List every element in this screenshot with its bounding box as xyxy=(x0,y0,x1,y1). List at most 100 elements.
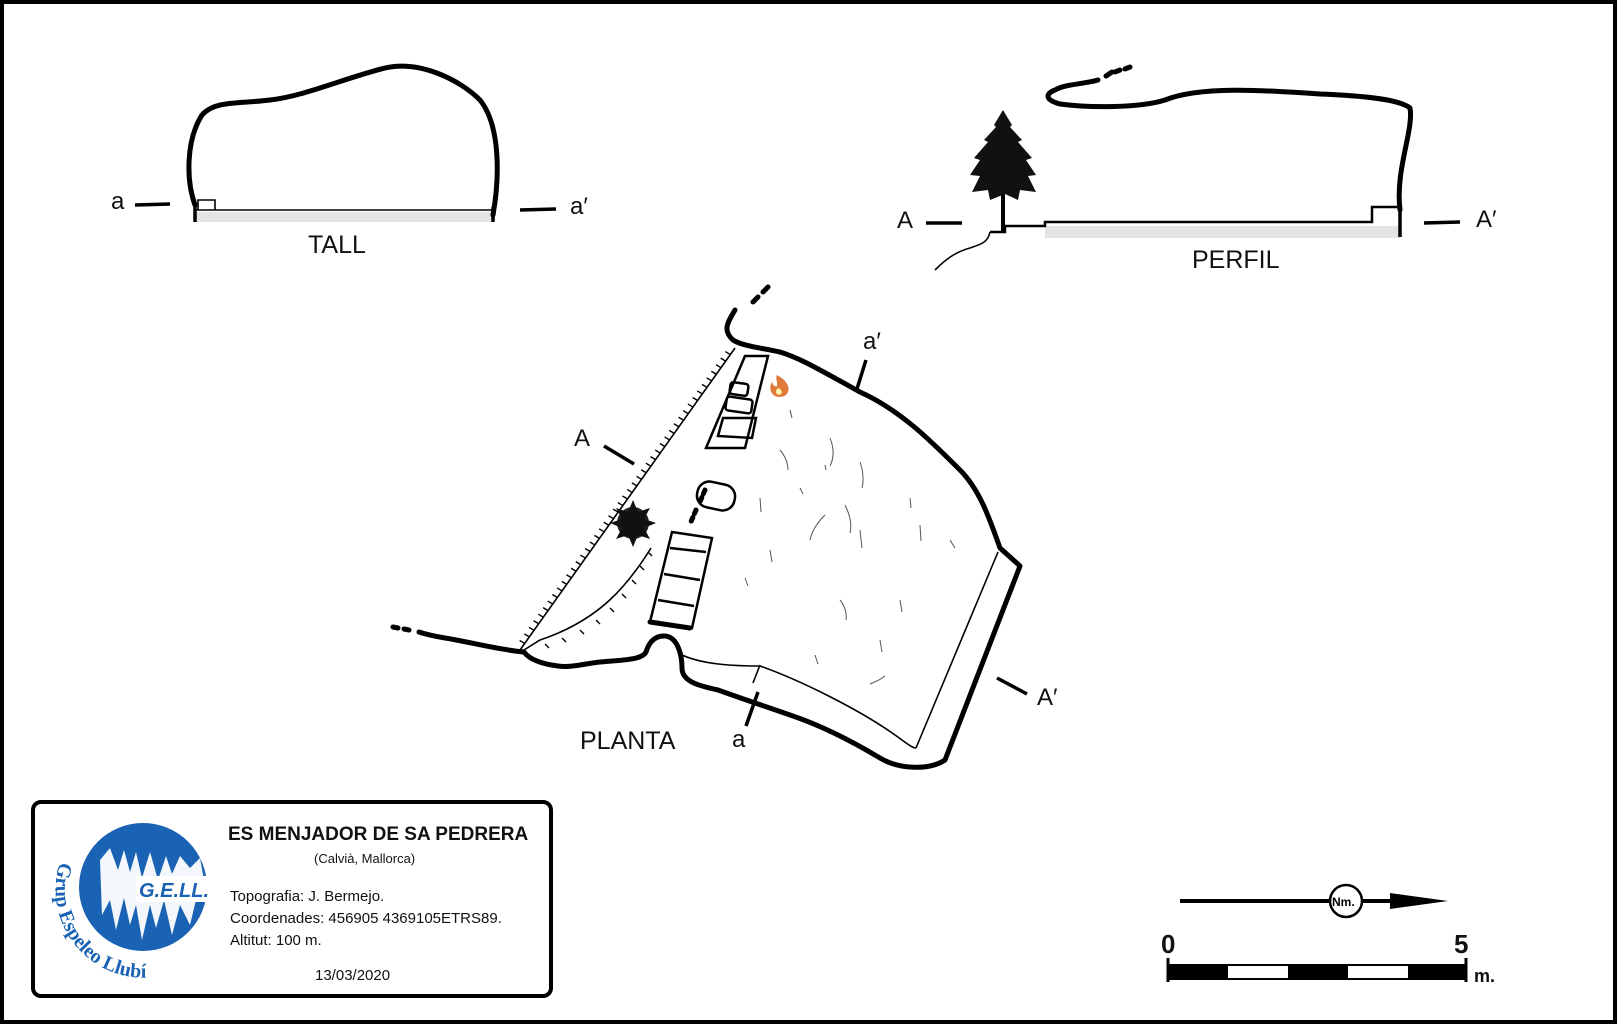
dripline-hatch xyxy=(608,515,614,520)
perfil-outline xyxy=(1045,69,1414,213)
dripline-hatch xyxy=(639,565,645,571)
dripline-hatch xyxy=(523,633,530,638)
dripline-hatch xyxy=(631,579,637,585)
planta-outline-dash-left xyxy=(390,624,412,633)
dripline-hatch xyxy=(645,462,652,467)
dripline-hatch xyxy=(692,396,698,402)
planta-inner-wall-bottom xyxy=(679,653,917,749)
dripline-hatch xyxy=(579,629,585,635)
dripline-hatch xyxy=(640,469,647,474)
planta-outline xyxy=(416,307,1023,770)
dripline-hatch xyxy=(617,501,624,507)
dripline-hatch xyxy=(621,593,627,599)
fire-icon xyxy=(770,375,789,397)
planta-mark-a-line xyxy=(744,691,760,727)
dripline-hatch xyxy=(647,551,653,557)
perfil-slope xyxy=(934,231,991,271)
dripline-hatch xyxy=(603,521,610,526)
dripline-hatch xyxy=(612,508,619,513)
tall-mark-left-line xyxy=(134,202,171,207)
dripline-hatch xyxy=(631,482,638,487)
perfil-mark-right-line xyxy=(1423,220,1461,225)
planta-inner-tick xyxy=(752,664,761,684)
perfil-floor-sediment xyxy=(1045,226,1400,238)
dripline-hatch xyxy=(668,429,675,434)
dripline-hatch xyxy=(720,357,727,362)
cave-location: (Calvià, Mallorca) xyxy=(314,851,415,866)
topography-author: Topografia: J. Bermejo. xyxy=(230,888,384,905)
dripline-hatch xyxy=(547,600,554,605)
scale-start: 0 xyxy=(1161,929,1175,959)
perfil-title: PERFIL xyxy=(1192,246,1280,274)
planta-inner-wall-right xyxy=(915,551,999,749)
dripline-hatch xyxy=(589,541,596,546)
dripline-hatch xyxy=(575,561,582,566)
dripline-hatch xyxy=(594,534,600,539)
dripline-hatch xyxy=(561,580,568,585)
logo-acronym: G.E.LL. xyxy=(139,880,209,902)
dripline-hatch xyxy=(678,416,684,421)
dripline-hatch xyxy=(724,350,731,356)
tall-mark-left: a xyxy=(111,188,125,215)
tree-icon xyxy=(970,110,1036,232)
planta-title: PLANTA xyxy=(580,727,676,755)
dripline-hatch xyxy=(710,370,717,375)
dripline-hatch xyxy=(626,488,633,494)
dripline-hatch xyxy=(636,475,642,480)
north-arrow-badge xyxy=(1328,883,1364,919)
perfil-mark-right: A′ xyxy=(1476,206,1497,233)
planta-mark-aprime-line xyxy=(854,359,868,393)
dripline-hatch xyxy=(622,495,628,500)
tree-icon xyxy=(610,500,656,547)
tall-outline xyxy=(186,63,500,218)
dripline-hatch xyxy=(538,613,544,618)
planta-outline-dash-top xyxy=(750,284,771,305)
dripline-hatch xyxy=(598,528,605,533)
dripline-hatch xyxy=(673,423,680,428)
scale-bar: 0 5 m. xyxy=(1161,929,1495,986)
tall-mark-right-line xyxy=(519,207,557,212)
dripline-hatch xyxy=(584,547,591,553)
planta-mark-A: A xyxy=(574,425,590,452)
planta-mark-A-line xyxy=(603,444,635,466)
dripline-hatch xyxy=(701,383,708,388)
dripline-hatch xyxy=(556,587,563,592)
dripline-hatch xyxy=(609,607,615,613)
dripline-hatch xyxy=(595,619,601,625)
dripline-hatch xyxy=(519,639,526,645)
perfil-section: A A′ PERFIL xyxy=(897,64,1497,274)
tall-section: a a′ TALL xyxy=(111,63,588,259)
tall-floor-sediment xyxy=(196,212,494,222)
dripline-hatch xyxy=(542,607,549,612)
dripline-hatch xyxy=(664,436,670,441)
dripline-hatch xyxy=(696,390,703,395)
planta-mark-Aprime-line xyxy=(996,676,1028,696)
cave-name: ES MENJADOR DE SA PEDRERA xyxy=(228,824,528,845)
gell-logo: G.E.LL. Grup Espeleo Llubí xyxy=(50,823,212,983)
dripline-hatch xyxy=(570,567,577,572)
scale-end: 5 xyxy=(1454,929,1468,959)
dripline-hatch xyxy=(580,554,586,559)
planta-floor-marks xyxy=(744,409,956,685)
dripline-hatch xyxy=(528,626,535,631)
north-arrow: Nm. xyxy=(1180,883,1448,919)
planta-benches xyxy=(647,354,770,631)
scale-unit: m. xyxy=(1474,966,1495,986)
coordinates: Coordenades: 456905 4369105ETRS89. xyxy=(230,910,502,927)
dripline-hatch xyxy=(659,442,666,448)
tall-step xyxy=(197,199,216,210)
planta-mark-a: a xyxy=(732,726,746,753)
altitude: Altitut: 100 m. xyxy=(230,932,322,949)
dripline-hatch xyxy=(715,364,722,369)
dripline-hatch xyxy=(566,574,572,579)
planta-dripline-hatches xyxy=(519,350,731,649)
dripline-hatch xyxy=(687,403,694,408)
north-label: Nm. xyxy=(1332,895,1355,909)
planta-mark-a-prime: a′ xyxy=(863,328,881,355)
dripline-hatch xyxy=(544,643,550,649)
dripline-hatch xyxy=(533,620,540,625)
perfil-roof-dash xyxy=(1112,64,1133,75)
dripline-hatch xyxy=(650,456,656,461)
